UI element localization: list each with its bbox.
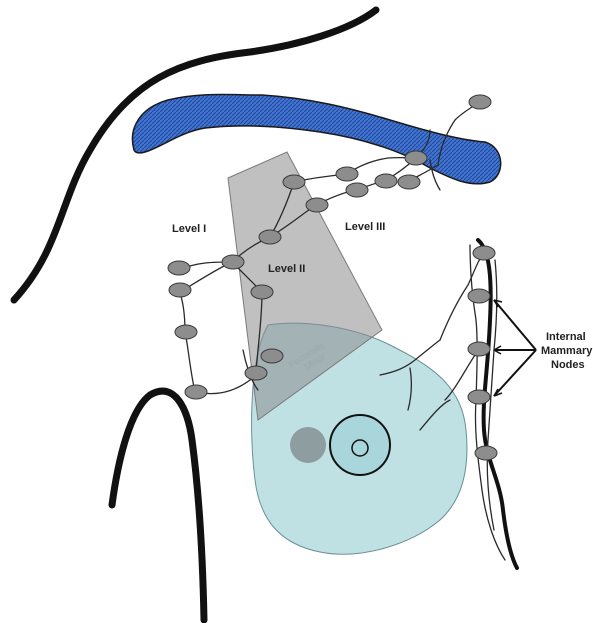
lymph-node <box>468 342 490 356</box>
level-1-label: Level I <box>172 223 206 235</box>
svg-text:Internal: Internal <box>546 331 586 343</box>
lymph-node <box>222 255 244 269</box>
internal-mammary-nodes-label: Internal Mammary Nodes <box>541 331 593 371</box>
lymph-node <box>259 230 281 244</box>
lymph-node <box>346 183 368 197</box>
lymph-node <box>398 175 420 189</box>
lymph-node <box>306 198 328 212</box>
lymph-node <box>185 385 207 399</box>
lymph-node <box>261 349 283 363</box>
lymph-node <box>175 325 197 339</box>
lymph-node <box>283 175 305 189</box>
nipple-circle <box>352 440 368 456</box>
lymph-node <box>469 95 491 109</box>
svg-text:Mammary: Mammary <box>541 345 593 357</box>
lymph-node <box>169 283 191 297</box>
svg-text:Nodes: Nodes <box>551 359 585 371</box>
lymph-node <box>336 167 358 181</box>
level-3-label: Level III <box>345 221 385 233</box>
arm-contour-line <box>112 391 204 620</box>
lymph-node <box>473 246 495 260</box>
lymph-node <box>251 285 273 299</box>
lymph-node <box>245 366 267 380</box>
lymph-node <box>468 390 490 404</box>
lymph-node <box>405 151 427 165</box>
lymph-node <box>375 174 397 188</box>
internal-mammary-arrows <box>494 300 536 396</box>
lymph-node <box>168 261 190 275</box>
lymph-node <box>475 446 497 460</box>
lymph-node <box>468 289 490 303</box>
level-2-label: Level II <box>268 263 305 275</box>
tumor-circle <box>290 427 326 463</box>
